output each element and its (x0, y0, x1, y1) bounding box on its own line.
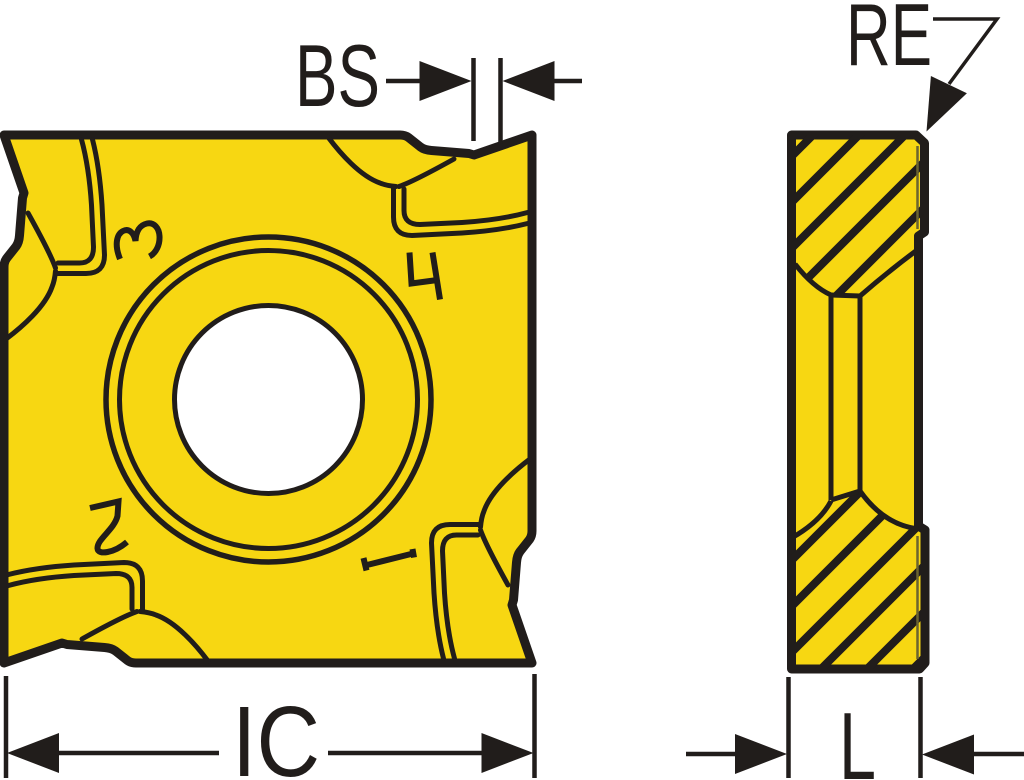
l-arrow-left (735, 734, 787, 774)
l-arrow-right (922, 734, 974, 775)
dimension-l: L (686, 677, 1024, 780)
dimension-bs: BS (295, 26, 582, 144)
ic-arrow-left (7, 733, 59, 773)
top-view-insert-face (0, 130, 537, 668)
bore-profile (790, 246, 920, 541)
center-hole (172, 303, 365, 496)
corner-marks (89, 220, 443, 572)
side-view-insert-section (787, 130, 930, 674)
corner-mark-3 (113, 220, 163, 261)
ic-arrow-right (481, 733, 534, 773)
dimension-re: RE (846, 0, 1001, 132)
re-label: RE (846, 0, 932, 84)
corner-mark-1 (360, 548, 417, 572)
re-arrow (926, 76, 967, 132)
bs-arrow-left (419, 61, 472, 101)
corner-mark-2 (89, 497, 129, 556)
l-label: L (839, 693, 876, 780)
dimension-ic: IC (3, 674, 537, 780)
countersink-inner-ring (117, 248, 420, 551)
countersink-outer-ring (103, 234, 434, 565)
re-leader-line (933, 17, 1001, 86)
ic-label: IC (232, 686, 320, 780)
corner-mark-4 (406, 252, 443, 300)
bs-label: BS (295, 26, 380, 125)
bs-arrow-right (502, 61, 555, 101)
